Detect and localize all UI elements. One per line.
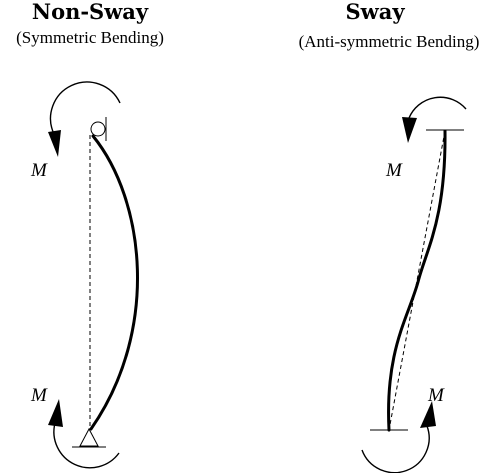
non-sway-bottom-moment-label: M [30,385,48,406]
pin-support-icon [72,427,106,448]
bottom-moment-arrow-icon [48,399,120,469]
sway-title: Sway [345,0,405,24]
roller-support-icon [90,117,107,141]
bottom-moment-arrow-icon [361,401,436,473]
sway-subtitle: (Anti-symmetric Bending) [299,32,480,51]
chord-line [388,130,446,431]
non-sway-top-moment-label: M [30,160,48,181]
non-sway-subtitle: (Symmetric Bending) [16,28,164,47]
non-sway-title: Non-Sway [32,0,149,24]
top-moment-arrow-icon [402,96,467,143]
sway-top-moment-label: M [385,160,403,181]
top-moment-arrow-icon [48,81,121,157]
sway-bottom-moment-label: M [427,385,445,406]
deflected-column [89,134,140,431]
deflected-column [387,129,447,432]
non-sway-panel: Non-Sway (Symmetric Bending) M M [16,0,164,469]
sway-panel: Sway (Anti-symmetric Bending) M M [299,0,480,473]
